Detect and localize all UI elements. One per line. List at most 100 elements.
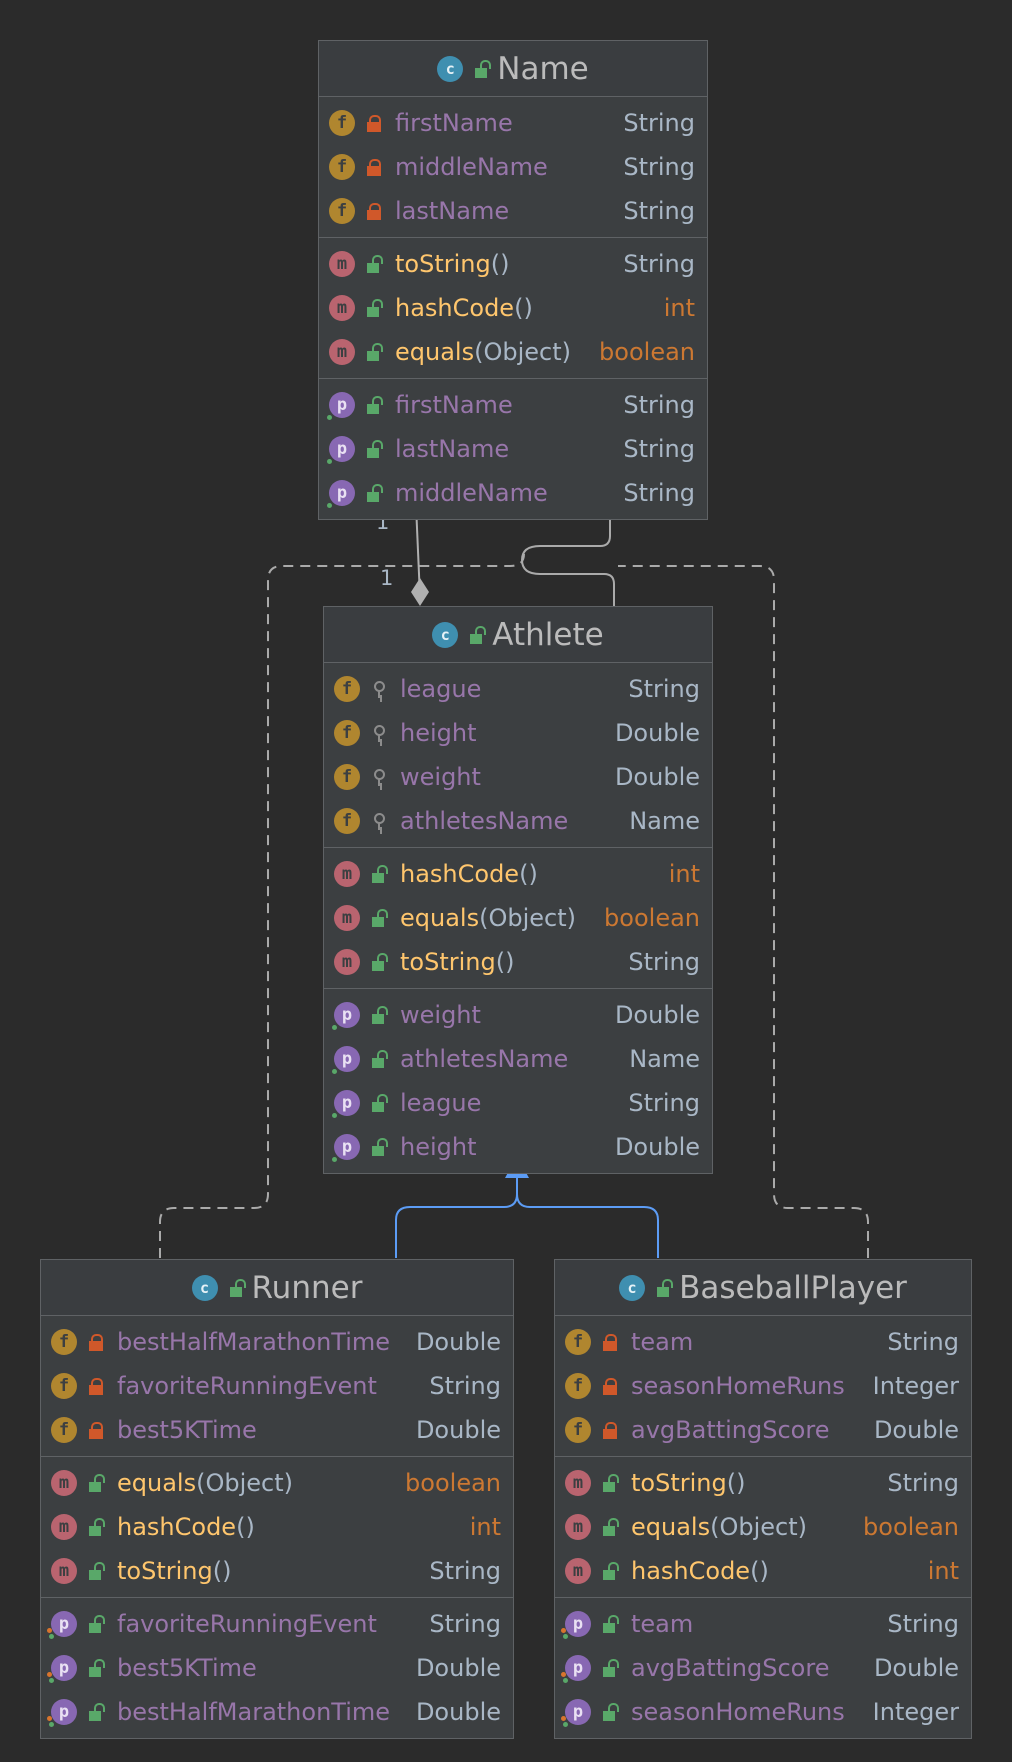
private-lock-icon: [89, 1333, 103, 1351]
method-identifier: hashCode: [400, 860, 520, 888]
method-kind-icon: m: [565, 1470, 591, 1496]
method-params: (): [495, 948, 515, 976]
property-identifier: firstName: [395, 391, 513, 419]
public-icon: [657, 1278, 674, 1297]
public-icon: [372, 1050, 388, 1068]
field-name: favoriteRunningEvent: [117, 1372, 417, 1400]
public-icon: [603, 1659, 619, 1677]
method-kind-icon: m: [51, 1514, 77, 1540]
method-kind-icon: m: [334, 861, 360, 887]
field-type: String: [623, 109, 695, 137]
method-kind-icon: m: [329, 295, 355, 321]
method-kind-icon: m: [565, 1558, 591, 1584]
property-type: Double: [614, 1133, 700, 1161]
inheritance-baseball-athlete: [516, 1176, 659, 1258]
property-identifier: seasonHomeRuns: [631, 1698, 845, 1726]
method-kind-icon: m: [51, 1470, 77, 1496]
field-kind-icon: f: [329, 154, 355, 180]
public-icon: [89, 1562, 105, 1580]
property-identifier: middleName: [395, 479, 548, 507]
method-name: toString(): [400, 948, 616, 976]
field-identifier: firstName: [395, 109, 513, 137]
public-icon: [89, 1474, 105, 1492]
property-kind-icon: p: [332, 1134, 360, 1162]
field-type: String: [623, 197, 695, 225]
method-name: equals(Object): [117, 1469, 393, 1497]
package-key-icon: [372, 768, 386, 786]
method-name: hashCode(): [631, 1557, 916, 1585]
property-type: Name: [629, 1045, 700, 1073]
method-type: boolean: [863, 1513, 959, 1541]
method-identifier: equals: [400, 904, 480, 932]
method-type: int: [469, 1513, 501, 1541]
property-type: String: [623, 435, 695, 463]
field-identifier: athletesName: [400, 807, 569, 835]
public-icon: [367, 484, 383, 502]
public-icon: [372, 1094, 388, 1112]
private-lock-icon: [367, 158, 381, 176]
method-identifier: hashCode: [395, 294, 515, 322]
property-name: league: [400, 1089, 616, 1117]
property-identifier: bestHalfMarathonTime: [117, 1698, 391, 1726]
public-icon: [372, 1006, 388, 1024]
field-kind-icon: f: [51, 1373, 77, 1399]
field-name: athletesName: [400, 807, 617, 835]
public-icon: [603, 1474, 619, 1492]
field-name: height: [400, 719, 603, 747]
private-lock-icon: [367, 202, 381, 220]
package-key-icon: [372, 812, 386, 830]
class-title: Athlete: [492, 616, 604, 653]
property-name: middleName: [395, 479, 611, 507]
public-icon: [372, 953, 388, 971]
property-type: String: [623, 391, 695, 419]
